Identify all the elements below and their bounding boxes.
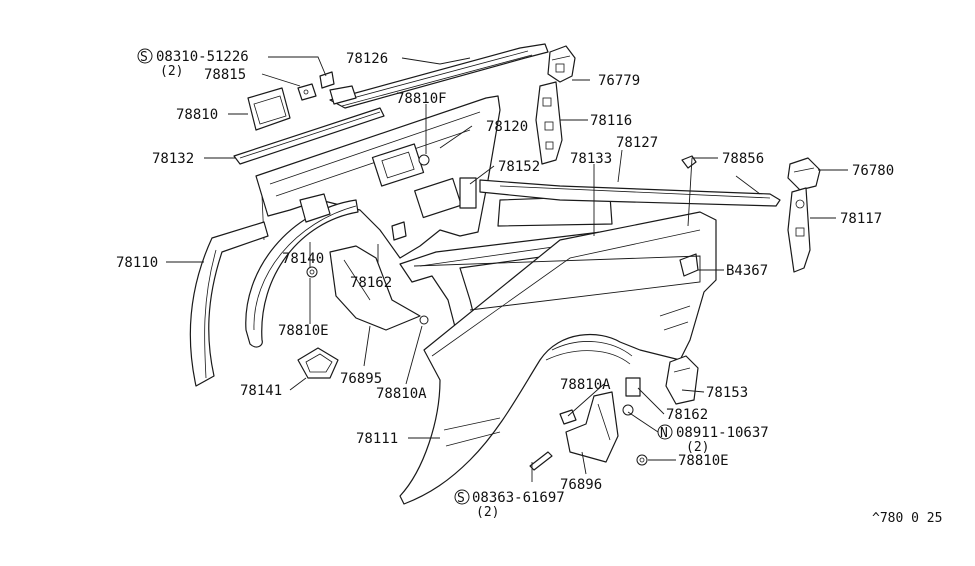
part-78140-wheel-arch xyxy=(245,193,359,348)
label-78815: 78815 xyxy=(204,67,246,83)
label-08363-group: S 08363-61697 (2) xyxy=(454,489,565,520)
label-76780: 76780 xyxy=(852,163,894,179)
label-78127: 78127 xyxy=(616,135,658,151)
label-78126: 78126 xyxy=(346,51,388,67)
label-08310-qty: (2) xyxy=(160,64,183,79)
label-78111: 78111 xyxy=(356,431,398,447)
part-78132-side-rail xyxy=(233,107,385,165)
label-78132: 78132 xyxy=(152,151,194,167)
label-78856: 78856 xyxy=(722,151,764,167)
callout-labels: 78126 S 08310-51226 (2) 78815 78810 7881… xyxy=(116,48,942,526)
prefix-s-2: S xyxy=(457,491,465,506)
label-76895: 76895 xyxy=(340,371,382,387)
label-78120: 78120 xyxy=(486,119,528,135)
part-08363-screw xyxy=(529,451,553,471)
label-78133: 78133 xyxy=(570,151,612,167)
label-08911-group: N 08911-10637 (2) xyxy=(657,424,769,455)
label-78110: 78110 xyxy=(116,255,158,271)
label-78153: 78153 xyxy=(706,385,748,401)
part-78110-fender-outer xyxy=(189,221,269,387)
part-76780-bracket xyxy=(787,157,821,191)
part-08911-nut xyxy=(622,404,634,416)
part-78162-small-plate xyxy=(625,377,641,397)
part-78117-pillar-panel xyxy=(787,187,811,273)
part-76896-mud-flap xyxy=(565,391,619,463)
label-78162-lower: 78162 xyxy=(666,407,708,423)
part-78141-cap xyxy=(297,347,339,379)
label-08911: 08911-10637 xyxy=(676,425,769,441)
part-78810E-clip-left xyxy=(306,266,318,278)
label-78152: 78152 xyxy=(498,159,540,175)
label-78810F: 78810F xyxy=(396,91,447,107)
label-78810E-lower: 78810E xyxy=(678,453,729,469)
part-78810A-clip-lower xyxy=(559,409,577,425)
label-08310-group: S 08310-51226 (2) xyxy=(137,48,249,79)
label-78810A-mid: 78810A xyxy=(376,386,427,402)
label-78140: 78140 xyxy=(282,251,324,267)
label-78810A-lower: 78810A xyxy=(560,377,611,393)
label-76779: 76779 xyxy=(598,73,640,89)
part-78856-cap xyxy=(681,155,697,169)
part-78815-clip xyxy=(297,71,335,101)
part-76779-bracket xyxy=(547,45,576,83)
part-78162-bracket xyxy=(391,221,407,241)
diagram-ref-code: ^780 0 25 xyxy=(872,511,942,526)
prefix-s-1: S xyxy=(140,50,148,65)
leader-lines xyxy=(166,56,848,482)
part-78810A-clip-middle xyxy=(419,315,429,325)
prefix-n: N xyxy=(660,426,668,441)
label-78117: 78117 xyxy=(840,211,882,227)
label-08363: 08363-61697 xyxy=(472,490,565,506)
label-78810: 78810 xyxy=(176,107,218,123)
part-78810E-clip-lower xyxy=(636,454,648,466)
part-78116-pillar-panel xyxy=(535,81,563,165)
label-08363-qty: (2) xyxy=(476,505,499,520)
label-08310: 08310-51226 xyxy=(156,49,249,65)
part-78153-bracket xyxy=(665,355,699,405)
part-76895-mud-guard xyxy=(329,245,421,331)
part-78120-quarter-inner xyxy=(255,95,501,259)
part-78111-quarter-outer xyxy=(399,211,717,505)
label-76896: 76896 xyxy=(560,477,602,493)
label-78162-upper: 78162 xyxy=(350,275,392,291)
part-78810-lamp-base xyxy=(247,87,291,131)
label-08911-qty: (2) xyxy=(686,440,709,455)
label-B4367: B4367 xyxy=(726,263,768,279)
label-78116: 78116 xyxy=(590,113,632,129)
part-78126-roof-rail xyxy=(329,43,549,109)
label-78141: 78141 xyxy=(240,383,282,399)
part-78127-trim-strip xyxy=(479,175,781,207)
label-78810E-left: 78810E xyxy=(278,323,329,339)
